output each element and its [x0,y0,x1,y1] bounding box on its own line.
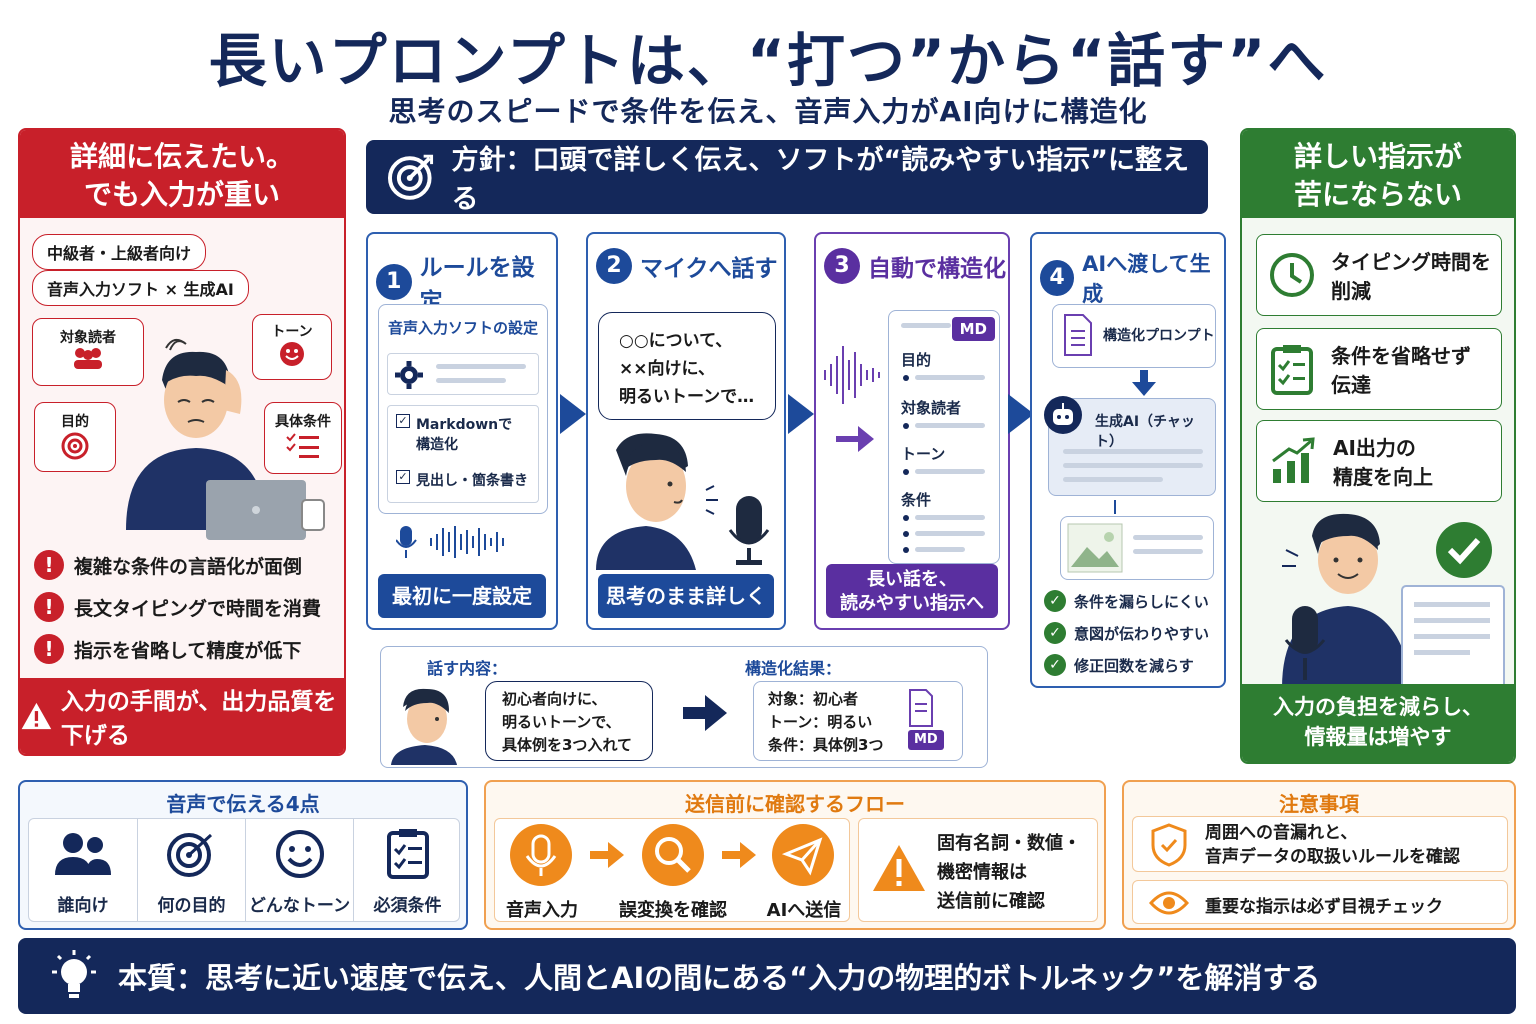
example-result-card: 対象：初心者 トーン：明るい 条件：具体例3つ MD [753,681,963,761]
point-item: 何の目的 [137,819,245,921]
structured-prompt-doc: 構造化プロンプト [1052,304,1216,368]
md-badge: MD [908,730,944,750]
benefit-item: AI出力の精度を向上 [1256,420,1502,502]
arrow-right-icon [1008,394,1034,434]
clock-icon [1270,253,1314,297]
send-icon [772,824,834,886]
issue-item: !複雑な条件の言語化が面倒 [34,550,302,580]
people-icon [55,833,111,875]
stressed-person-illustration [126,338,325,540]
caution-box: 注意事項 周囲への音漏れと、 音声データの取扱いルールを確認 重要な指示は必ず目… [1122,780,1516,930]
checklist-icon [286,433,319,458]
benefit-heading: 詳しい指示が 苦にならない [1242,130,1514,218]
arrow-down-icon [1132,370,1156,396]
level-pill: 中級者・上級者向け [32,234,207,270]
chat-window: 生成AI（チャット） [1044,396,1216,496]
document-icon [1064,314,1092,356]
point-item: 誰向け [29,819,137,921]
settings-card: 音声入力ソフトの設定 ✓Markdownで構造化 ✓見出し・箇条書き [378,304,548,514]
caution-item: 周囲への音漏れと、 音声データの取扱いルールを確認 [1132,816,1508,872]
smiley-icon [275,830,324,878]
issue-item: !指示を省略して精度が低下 [34,634,301,664]
arrow-right-icon [590,842,624,868]
waveform-arrow-icon [824,346,880,452]
exclamation-icon: ! [34,634,64,664]
target-icon [166,833,212,877]
exclamation-icon: ! [34,550,64,580]
microphone-waveform-icon [396,526,504,558]
page-subtitle: 思考のスピードで条件を伝え、音声入力がAI向けに構造化 [388,95,1148,128]
microphone-icon [510,824,572,886]
check-circle-icon: ✓ [1044,654,1066,676]
growth-chart-icon [1272,437,1315,483]
target-icon [61,432,89,460]
arrow-right-icon [560,394,586,434]
checkbox-icon: ✓ [396,414,410,428]
check-circle-icon: ✓ [1044,590,1066,612]
result-item: ✓条件を漏らしにくい [1044,590,1209,612]
bubble-conditions: 具体条件 [264,402,342,474]
exclamation-icon: ! [34,592,64,622]
tools-pill: 音声入力ソフト × 生成AI [32,270,249,306]
bubble-tone: トーン [252,314,332,380]
person-avatar-icon [391,688,457,765]
result-item: ✓修正回数を減らす [1044,654,1194,676]
arrow-right-icon [683,695,727,731]
point-item: どんなトーン [245,819,353,921]
essence-banner: 本質：思考に近い速度で伝え、人間とAIの間にある“入力の物理的ボトルネック”を解… [18,938,1516,1014]
problem-panel: 詳細に伝えたい。 でも入力が重い 中級者・上級者向け 音声入力ソフト × 生成A… [18,128,346,756]
result-item: ✓意図が伝わりやすい [1044,622,1209,644]
four-points-box: 音声で伝える4点 誰向け 何の目的 どんなトーン 必須条件 [18,780,468,930]
example-box: 話す内容： 初心者向けに、 明るいトーンで、 具体例を3つ入れて 構造化結果： … [380,646,988,768]
speaking-person-illustration [596,433,770,570]
gear-icon [395,361,423,389]
benefit-item: 条件を省略せず伝達 [1256,328,1502,410]
shield-icon [1151,823,1187,867]
arrow-right-icon [788,394,814,434]
people-icon [74,348,102,369]
checkbox-icon: ✓ [396,470,410,484]
lightbulb-icon [52,950,96,998]
benefit-item: タイピング時間を削減 [1256,234,1502,316]
image-icon [1067,523,1123,573]
step-3-footer: 長い話を、 読みやすい指示へ [826,564,998,618]
happy-person-illustration [1282,513,1505,688]
page-title: 長いプロンプトは、“打つ”から“話す”へ [208,27,1328,95]
target-arrow-icon [387,154,434,200]
check-circle-icon: ✓ [1044,622,1066,644]
clipboard-check-icon [1271,345,1313,395]
warning-icon [21,702,52,730]
step-1-footer: 最初に一度設定 [378,574,546,618]
smiley-icon [280,342,304,366]
caution-item: 重要な指示は必ず目視チェック [1132,880,1508,924]
structured-doc: MD 目的 対象読者 トーン 条件 [888,310,1000,564]
arrow-right-icon [722,842,756,868]
policy-banner: 方針：口頭で詳しく伝え、ソフトが“読みやすい指示”に整える [366,140,1208,215]
magnifier-icon [642,824,704,886]
problem-footer: 入力の手間が、出力品質を下げる [20,678,344,754]
example-speech-bubble: 初心者向けに、 明るいトーンで、 具体例を3つ入れて [485,681,653,761]
step-2-footer: 思考のまま詳しく [598,574,774,618]
eye-icon [1149,891,1189,915]
issue-item: !長文タイピングで時間を消費 [34,592,321,622]
problem-heading: 詳細に伝えたい。 でも入力が重い [20,130,344,218]
bubble-purpose: 目的 [34,402,116,472]
robot-icon [1044,396,1082,434]
check-flow-box: 送信前に確認するフロー 音声入力 誤変換を確認 AIへ送信 固有名詞・数値・ 機… [484,780,1106,930]
benefit-panel: 詳しい指示が 苦にならない タイピング時間を削減 条件を省略せず伝達 AI出力の… [1240,128,1516,764]
benefit-footer: 入力の負担を減らし、 情報量は増やす [1242,684,1514,762]
clipboard-checklist-icon [386,829,429,879]
flow-warning: 固有名詞・数値・ 機密情報は 送信前に確認 [858,818,1098,922]
warning-icon [873,845,925,891]
md-badge: MD [951,317,995,341]
generated-image [1060,516,1214,580]
speech-bubble: ○○について、 ××向けに、 明るいトーンで… [598,312,776,420]
point-item: 必須条件 [353,819,461,921]
document-icon [909,689,933,727]
bubble-audience: 対象読者 [32,318,144,386]
